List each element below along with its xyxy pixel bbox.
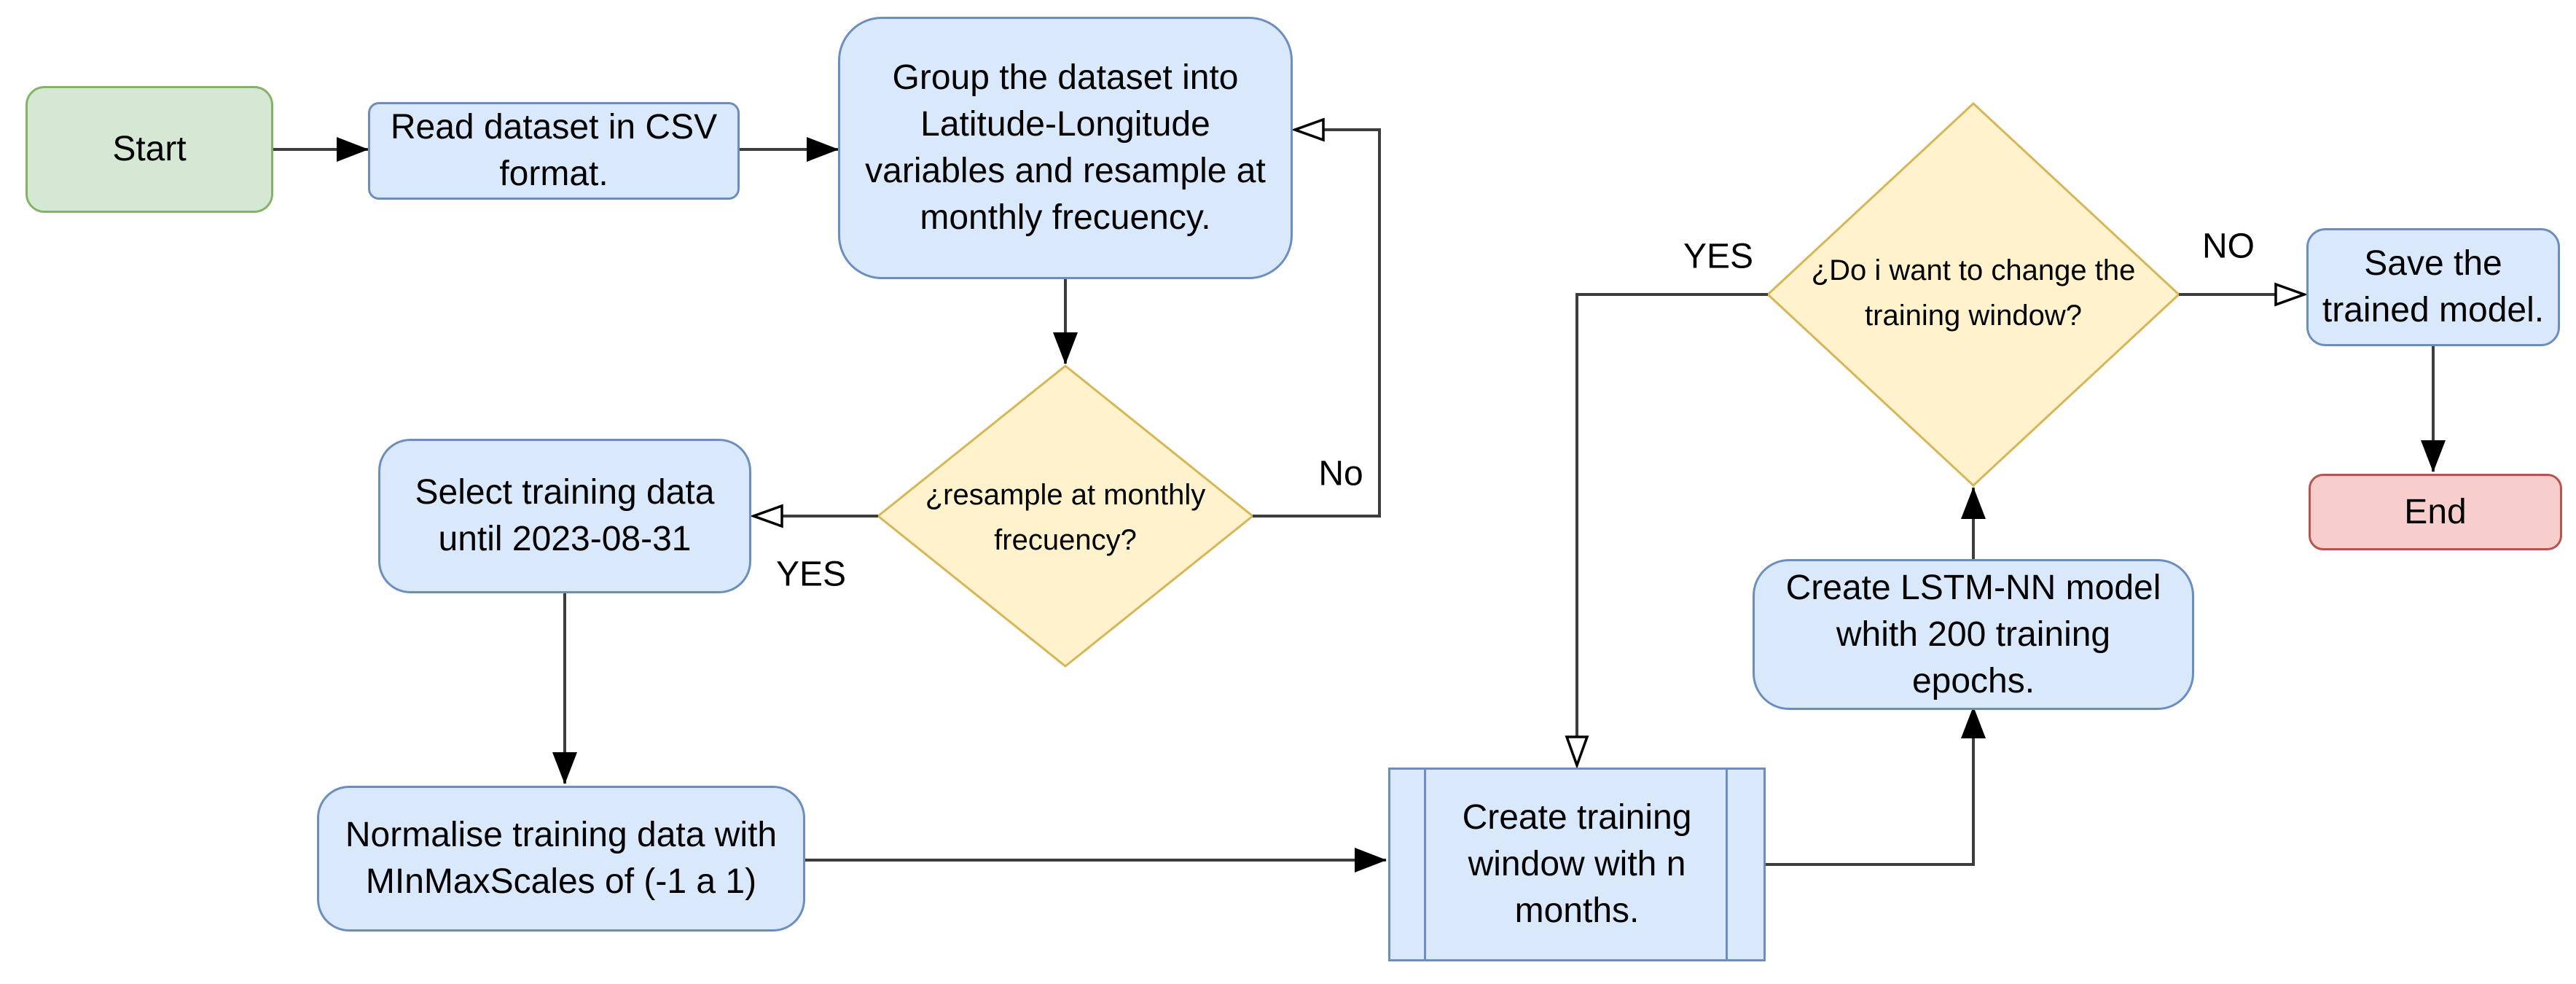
flow-node-read-csv-label: Read dataset in CSV format. (390, 108, 718, 193)
flow-node-normalise-label: Normalise training data with MInMaxScale… (345, 816, 778, 901)
connector-create-window-to-lstm (1766, 706, 1986, 866)
flow-node-create-lstm: Create LSTM-NN model whith 200 training … (1753, 559, 2194, 710)
flow-node-start-label: Start (112, 130, 187, 168)
flow-node-create-lstm-label: Create LSTM-NN model whith 200 training … (1785, 568, 2161, 700)
predefined-process-bar-right (1726, 768, 1728, 961)
flow-node-normalise: Normalise training data with MInMaxScale… (317, 786, 805, 932)
flow-node-group-dataset-label: Group the dataset into Latitude-Longitud… (865, 58, 1266, 237)
flow-node-create-training-window-label: Create training window with n months. (1462, 798, 1692, 930)
flow-node-save-model-label: Save the trained model. (2322, 244, 2545, 329)
decision-resample-label: ¿resample at monthly frecuency? (925, 479, 1206, 556)
connector-change-yes-to-create-window (1565, 293, 1768, 770)
flow-node-create-training-window: Create training window with n months. (1388, 768, 1766, 961)
flow-node-save-model: Save the trained model. (2306, 228, 2560, 346)
edge-label-change-yes: YES (1683, 237, 1754, 276)
connector-resample-no-to-group (1253, 117, 1381, 518)
flow-node-read-csv: Read dataset in CSV format. (368, 102, 740, 200)
decision-change-window-label: ¿Do i want to change the training window… (1811, 254, 2136, 332)
flow-node-end-label: End (2404, 492, 2467, 531)
flow-node-start: Start (26, 86, 273, 213)
flow-node-select-training-label: Select training data until 2023-08-31 (415, 473, 715, 558)
edge-label-resample-yes: YES (775, 555, 847, 594)
edge-label-change-no: NO (2202, 227, 2255, 266)
flow-node-end: End (2309, 474, 2562, 550)
edge-label-resample-no: No (1318, 454, 1363, 493)
flow-node-select-training: Select training data until 2023-08-31 (378, 439, 751, 593)
flow-node-group-dataset: Group the dataset into Latitude-Longitud… (838, 17, 1293, 279)
predefined-process-bar-left (1424, 768, 1426, 961)
